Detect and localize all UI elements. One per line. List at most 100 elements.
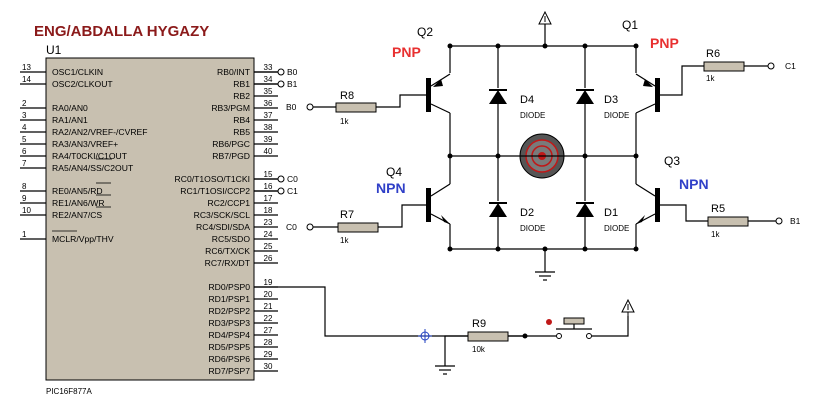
mcu-pin-label: RB5 [233,127,250,137]
diode-d2 [488,201,508,217]
terminal-b1-r5[interactable] [775,217,783,225]
mcu-pin-number: 30 [264,362,273,371]
mcu-pin-label: RA2/AN2/VREF-/CVREF [52,127,148,137]
mcu-pin-number: 40 [264,147,273,156]
terminal-b1-mcu[interactable] [277,80,285,88]
resistor-r7-value: 1k [340,236,349,245]
net-label-b0-r8: B0 [286,102,297,112]
mcu-pin-label: RB2 [233,91,250,101]
mcu-pin-number: 10 [22,206,31,215]
transistor-q2[interactable] [426,73,451,114]
terminal-c1-r6[interactable] [767,62,775,70]
net-label-b0-mcu: B0 [287,67,298,77]
diode-d4-type: DIODE [520,111,545,120]
mcu-pin-label: RD7/PSP7 [208,366,250,376]
mcu-pin-number: 27 [264,326,273,335]
mcu-pin-number: 9 [22,194,27,203]
mcu-body [45,57,255,381]
mcu-pin-label: RC1/T1OSI/CCP2 [180,186,250,196]
transistor-q3-ref: Q3 [664,154,680,168]
transistor-q1[interactable] [635,73,660,114]
mcu-pin-number: 23 [264,218,273,227]
terminal-b0-r8[interactable] [306,103,314,111]
resistor-r6-ref: R6 [706,48,720,60]
mcu-pin-label: RC5/SDO [212,234,251,244]
mcu-pin-number: 3 [22,111,27,120]
mcu-pin-label: RE2/AN7/CS [52,210,102,220]
mcu-pin-label: RE0/AN5/RD [52,186,103,196]
resistor-r9[interactable] [467,331,509,342]
terminal-c1-mcu[interactable] [277,187,285,195]
diode-d1-ref: D1 [604,207,618,219]
mcu-pin-number: 1 [22,230,27,239]
pushbutton-switch[interactable] [525,316,629,339]
mcu-pin-label: RB3/PGM [211,103,250,113]
mcu-pin-label: RC7/RX/DT [205,258,251,268]
diode-d3-type: DIODE [604,111,629,120]
resistor-r5[interactable] [707,216,749,227]
transistor-q3[interactable] [635,183,660,225]
resistor-r6[interactable] [703,61,745,72]
mcu-pin-number: 17 [264,194,273,203]
mcu-pin-label: RD4/PSP4 [208,330,250,340]
mcu-pin-label: RA3/AN3/VREF+ [52,139,118,149]
mcu-right-pins: 33RB0/INT34RB135RB236RB3/PGM37RB438RB539… [175,63,278,376]
mcu-pin-label: MCLR/Vpp/THV [52,234,114,244]
mcu-pin-label: RB6/PGC [212,139,250,149]
mcu-pin-label: RC0/T1OSO/T1CKI [175,174,250,184]
mcu-pin-label: RD0/PSP0 [208,282,250,292]
diode-d2-type: DIODE [520,224,545,233]
transistor-q3-type: NPN [679,176,709,192]
mcu-pin-label: RA1/AN1 [52,115,88,125]
probe-crosshair-icon[interactable] [418,329,432,343]
transistor-q2-type: PNP [392,44,421,60]
mcu-pin-number: 33 [264,63,273,72]
terminal-b0-mcu[interactable] [277,68,285,76]
mcu-pin-label: RB4 [233,115,250,125]
terminal-c0-mcu[interactable] [277,175,285,183]
mcu-pin-number: 13 [22,63,31,72]
transistor-q4[interactable] [426,183,451,225]
mcu-pin-label: RC6/TX/CK [205,246,250,256]
transistor-q4-ref: Q4 [386,165,402,179]
net-label-b1-r5: B1 [790,216,801,226]
diode-d2-ref: D2 [520,207,534,219]
resistor-r6-value: 1k [706,74,715,83]
mcu-pin-label: OSC2/CLKOUT [52,79,113,89]
diode-d3 [575,88,595,104]
resistor-r8-ref: R8 [340,90,354,102]
mcu-pin-number: 25 [264,242,273,251]
transistor-q2-ref: Q2 [417,25,433,39]
mcu-pin-number: 24 [264,230,273,239]
mcu-pin-number: 22 [264,314,273,323]
mcu-pin-number: 19 [264,278,273,287]
mcu-pin-number: 16 [264,182,273,191]
mcu-pin-label: RD2/PSP2 [208,306,250,316]
mcu-pin-label: RD5/PSP5 [208,342,250,352]
mcu-pin-number: 28 [264,338,273,347]
power-arrow-icon [621,298,635,316]
mcu-pin-label: RA0/AN0 [52,103,88,113]
mcu-pin-number: 15 [264,170,273,179]
transistor-q1-ref: Q1 [622,18,638,32]
mcu-pin-number: 7 [22,159,27,168]
mcu-pin-number: 37 [264,111,273,120]
diode-d1 [575,201,595,217]
terminal-c0-r7[interactable] [306,223,314,231]
mcu-pin-number: 36 [264,99,273,108]
mcu-pin-label: RB1 [233,79,250,89]
resistor-r7[interactable] [337,222,379,233]
mcu-pin-number: 34 [264,75,273,84]
mcu-pin-number: 35 [264,87,273,96]
net-label-c0-mcu: C0 [287,174,298,184]
resistor-r8[interactable] [335,102,377,113]
power-arrow-icon [538,10,552,25]
mcu-pin-number: 29 [264,350,273,359]
motor-icon[interactable] [519,133,565,179]
mcu-pin-label: OSC1/CLKIN [52,67,103,77]
transistor-q4-type: NPN [376,180,406,196]
ground-icon [535,271,555,281]
mcu-pin-number: 18 [264,206,273,215]
mcu-part-label: PIC16F877A [46,387,92,396]
